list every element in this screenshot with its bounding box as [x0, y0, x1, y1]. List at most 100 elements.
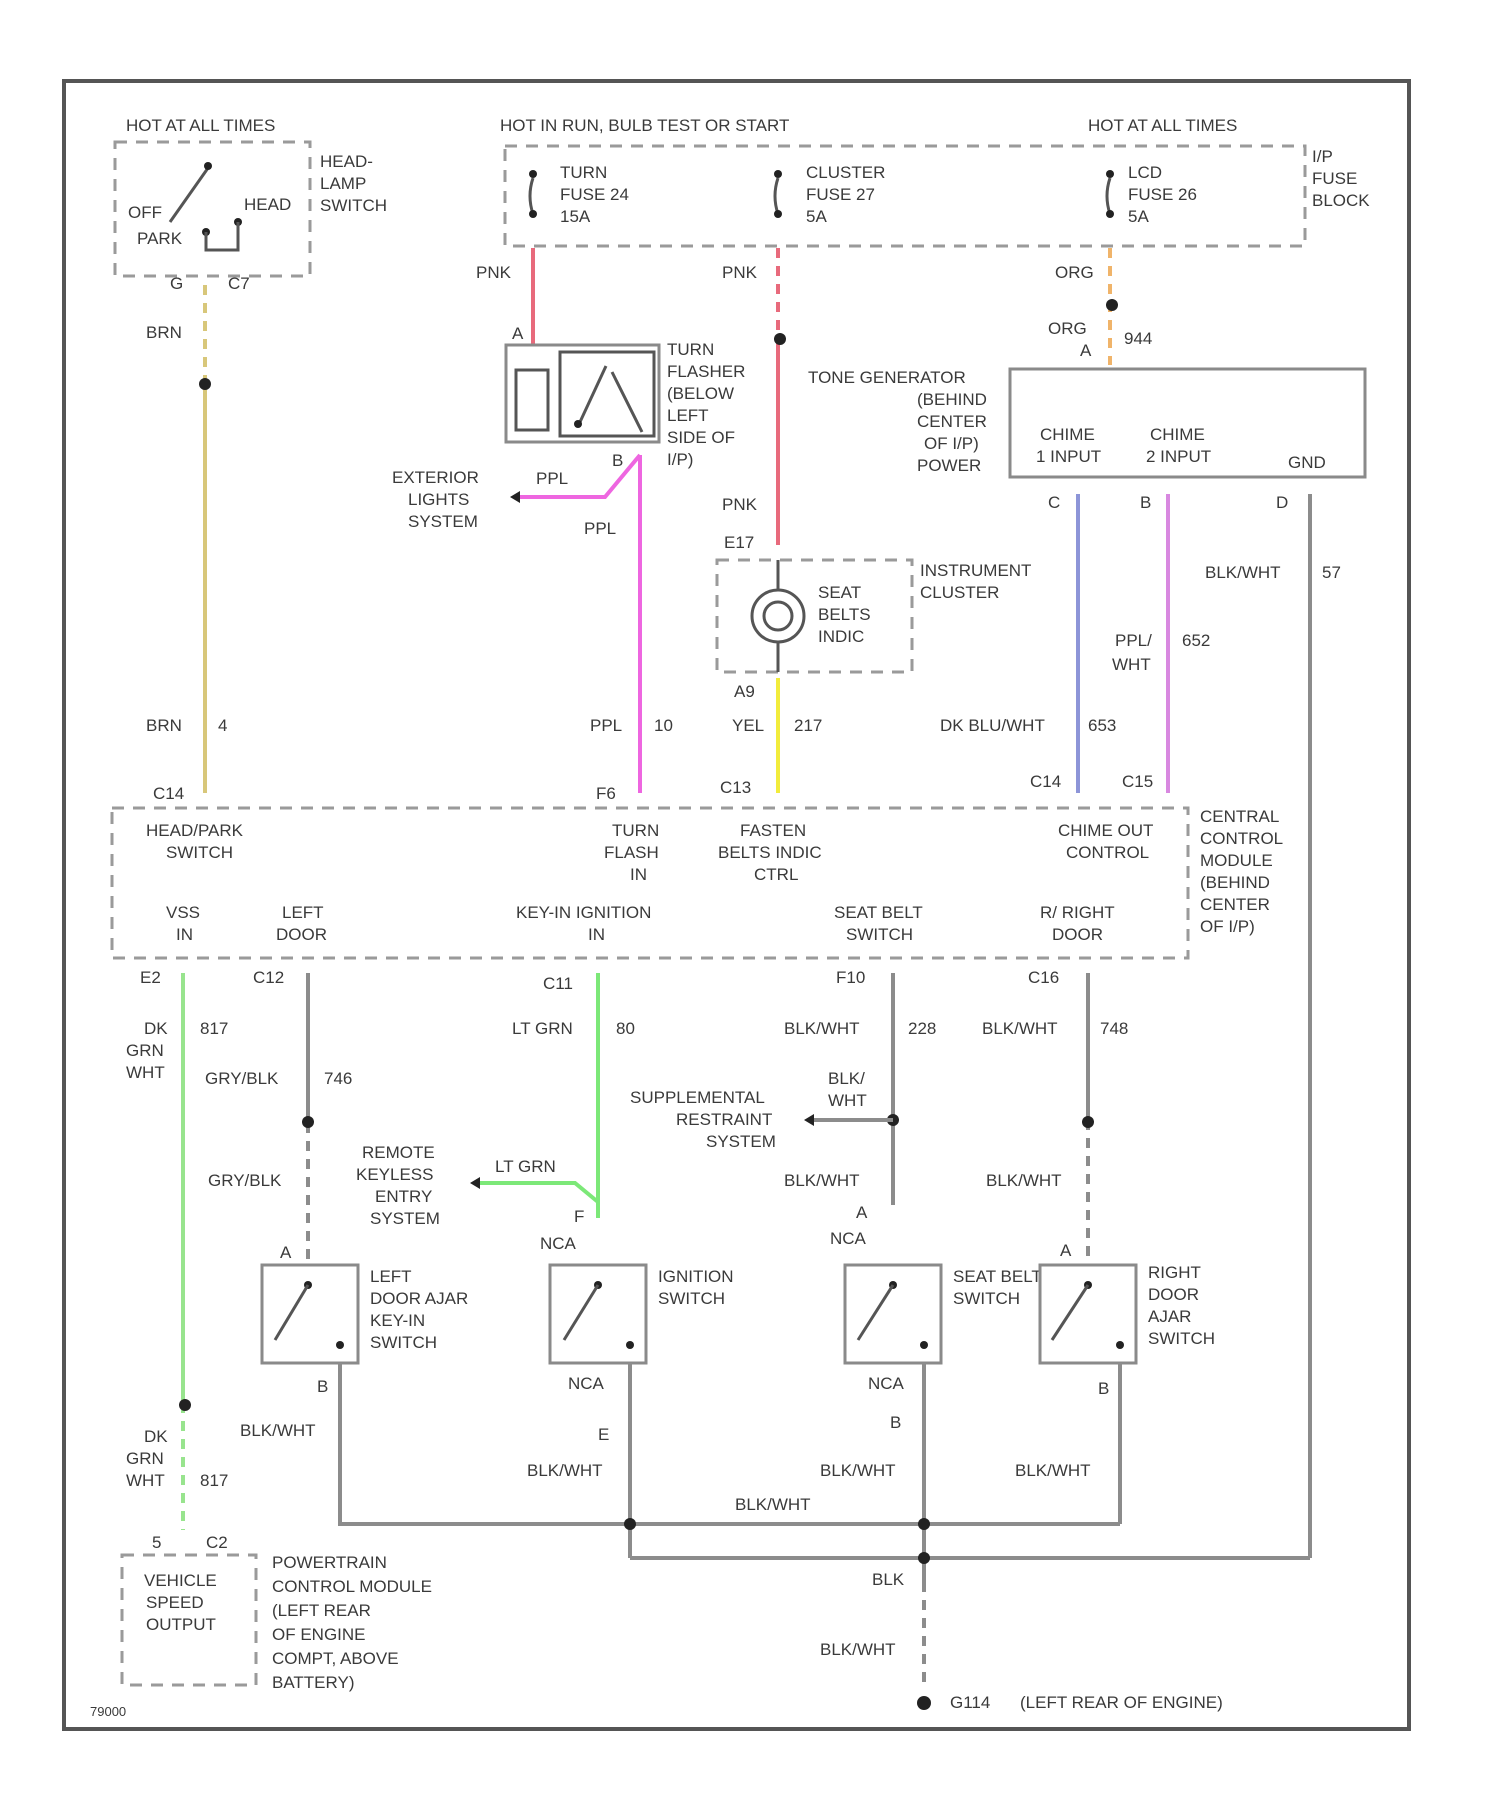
- svg-text:SWITCH: SWITCH: [658, 1289, 725, 1308]
- svg-text:SEAT BELT: SEAT BELT: [953, 1267, 1042, 1286]
- svg-text:CTRL: CTRL: [754, 865, 798, 884]
- svg-text:RIGHT: RIGHT: [1148, 1263, 1201, 1282]
- wire-label-pnk-cluster: PNK: [722, 263, 758, 282]
- svg-text:FUSE 27: FUSE 27: [806, 185, 875, 204]
- wire-label-brn-top: BRN: [146, 323, 182, 342]
- svg-text:SPEED: SPEED: [146, 1593, 204, 1612]
- pnk-splice: [774, 333, 786, 345]
- wire-label-gnd-seat: BLK/WHT: [820, 1461, 896, 1480]
- pcm-pin-5: 5: [152, 1533, 161, 1552]
- svg-text:I/P): I/P): [667, 450, 693, 469]
- flasher-contact-arm: [580, 366, 606, 422]
- svg-text:SWITCH: SWITCH: [953, 1289, 1020, 1308]
- headlamp-pin-g: G: [170, 274, 183, 293]
- seat-belt-switch-box: [845, 1265, 941, 1363]
- turn-flasher-label: TURN FLASHER (BELOW LEFT SIDE OF I/P): [667, 340, 745, 469]
- ccm-headpark: HEAD/PARK SWITCH: [146, 821, 244, 862]
- svg-text:CENTRAL: CENTRAL: [1200, 807, 1279, 826]
- flasher-contact-arm-2: [612, 372, 642, 432]
- wire-label-blk-wht-seat-b: BLK/WHT: [784, 1171, 860, 1190]
- wire-label-dk-blu: DK BLU/WHT: [940, 716, 1045, 735]
- ccm-turn-flash: TURN FLASH IN: [604, 821, 659, 884]
- cluster-pin-bottom: A9: [734, 682, 755, 701]
- svg-text:OF I/P): OF I/P): [1200, 917, 1255, 936]
- svg-text:LEFT: LEFT: [282, 903, 324, 922]
- tone-generator-label: TONE GENERATOR (BEHIND CENTER OF I/P) PO…: [808, 368, 987, 475]
- ccm-pin-c11: C11: [543, 974, 573, 993]
- svg-text:WHT: WHT: [126, 1471, 165, 1490]
- svg-text:LCD: LCD: [1128, 163, 1162, 182]
- ccm-pin-c14-right: C14: [1030, 772, 1061, 791]
- svg-text:REMOTE: REMOTE: [362, 1143, 435, 1162]
- svg-text:LIGHTS: LIGHTS: [408, 490, 469, 509]
- ground-location: (LEFT REAR OF ENGINE): [1020, 1693, 1223, 1712]
- wire-num-lt-grn: 80: [616, 1019, 635, 1038]
- flasher-pin-a: A: [512, 324, 524, 343]
- svg-text:LEFT: LEFT: [370, 1267, 412, 1286]
- svg-text:CLUSTER: CLUSTER: [920, 583, 999, 602]
- wire-label-gnd-ign: BLK/WHT: [527, 1461, 603, 1480]
- svg-text:KEY-IN IGNITION: KEY-IN IGNITION: [516, 903, 651, 922]
- svg-text:TURN: TURN: [667, 340, 714, 359]
- wire-num-org: 944: [1124, 329, 1152, 348]
- svg-text:FLASH: FLASH: [604, 843, 659, 862]
- svg-text:TONE GENERATOR: TONE GENERATOR: [808, 368, 966, 387]
- seat-belt-lamp-label: SEAT BELTS INDIC: [818, 583, 871, 646]
- wire-label-dk-grn-wht: DK GRN WHT: [126, 1019, 168, 1082]
- svg-text:BATTERY): BATTERY): [272, 1673, 355, 1692]
- svg-text:(BELOW: (BELOW: [667, 384, 734, 403]
- ccm-pin-f10: F10: [836, 968, 865, 987]
- ccm-key-in: KEY-IN IGNITION IN: [516, 903, 651, 944]
- svg-text:CLUSTER: CLUSTER: [806, 163, 885, 182]
- svg-text:POWER: POWER: [917, 456, 981, 475]
- central-module-label: CENTRAL CONTROL MODULE (BEHIND CENTER OF…: [1200, 807, 1283, 936]
- wire-label-pnk-turn: PNK: [476, 263, 512, 282]
- turn-flasher-box: [506, 345, 659, 442]
- wire-num-blk-wht-seat: 228: [908, 1019, 936, 1038]
- svg-text:WHT: WHT: [828, 1091, 867, 1110]
- headlamp-switch-arm: [170, 168, 208, 222]
- svg-text:FUSE 26: FUSE 26: [1128, 185, 1197, 204]
- wire-label-blk-wht-bottom: BLK/WHT: [820, 1640, 896, 1659]
- wire-num-blk-wht-gnd: 57: [1322, 563, 1341, 582]
- ignition-switch-arm: [564, 1285, 598, 1340]
- wire-label-ppl: PPL: [584, 519, 616, 538]
- svg-text:FASTEN: FASTEN: [740, 821, 806, 840]
- gnd-splice-center-lower: [918, 1552, 930, 1564]
- svg-text:CHIME: CHIME: [1150, 425, 1205, 444]
- tone-pin-c: C: [1048, 493, 1060, 512]
- left-door-switch-label: LEFT DOOR AJAR KEY-IN SWITCH: [370, 1267, 468, 1352]
- tone-pin-a: A: [1080, 341, 1092, 360]
- svg-text:DOOR AJAR: DOOR AJAR: [370, 1289, 468, 1308]
- tone-gnd-label: GND: [1288, 453, 1326, 472]
- svg-text:CONTROL MODULE: CONTROL MODULE: [272, 1577, 432, 1596]
- ign-nca-bottom: NCA: [568, 1374, 605, 1393]
- flasher-heater: [516, 370, 548, 430]
- left-door-switch-box: [262, 1265, 358, 1363]
- seat-belt-switch-arm: [858, 1285, 893, 1340]
- svg-text:SIDE OF: SIDE OF: [667, 428, 735, 447]
- svg-text:FUSE: FUSE: [1312, 169, 1357, 188]
- ccm-pin-c16: C16: [1028, 968, 1059, 987]
- remote-keyless-label: REMOTE KEYLESS ENTRY SYSTEM: [356, 1143, 440, 1228]
- org-splice: [1106, 299, 1118, 311]
- svg-text:SYSTEM: SYSTEM: [408, 512, 478, 531]
- ignition-switch-label: IGNITION SWITCH: [658, 1267, 734, 1308]
- ccm-fasten-belts: FASTEN BELTS INDIC CTRL: [718, 821, 822, 884]
- svg-text:SEAT BELT: SEAT BELT: [834, 903, 923, 922]
- svg-text:OUTPUT: OUTPUT: [146, 1615, 216, 1634]
- svg-text:DK: DK: [144, 1427, 168, 1446]
- svg-text:(BEHIND: (BEHIND: [1200, 873, 1270, 892]
- wire-label-gnd-bus: BLK/WHT: [735, 1495, 811, 1514]
- tone-chime2-label: CHIME 2 INPUT: [1146, 425, 1211, 466]
- ign-pin-e: E: [598, 1425, 609, 1444]
- svg-text:PPL/: PPL/: [1115, 631, 1152, 650]
- wire-num-dk-grn: 817: [200, 1019, 228, 1038]
- exterior-arrow: [510, 491, 520, 503]
- seat-belt-lamp: [752, 590, 804, 642]
- svg-text:BLK/: BLK/: [828, 1069, 865, 1088]
- wire-num-ppl: 10: [654, 716, 673, 735]
- ccm-chime-out: CHIME OUT CONTROL: [1058, 821, 1153, 862]
- wire-lt-grn-rke: [478, 1183, 598, 1202]
- wire-label-blk-wht-seat: BLK/WHT: [784, 1019, 860, 1038]
